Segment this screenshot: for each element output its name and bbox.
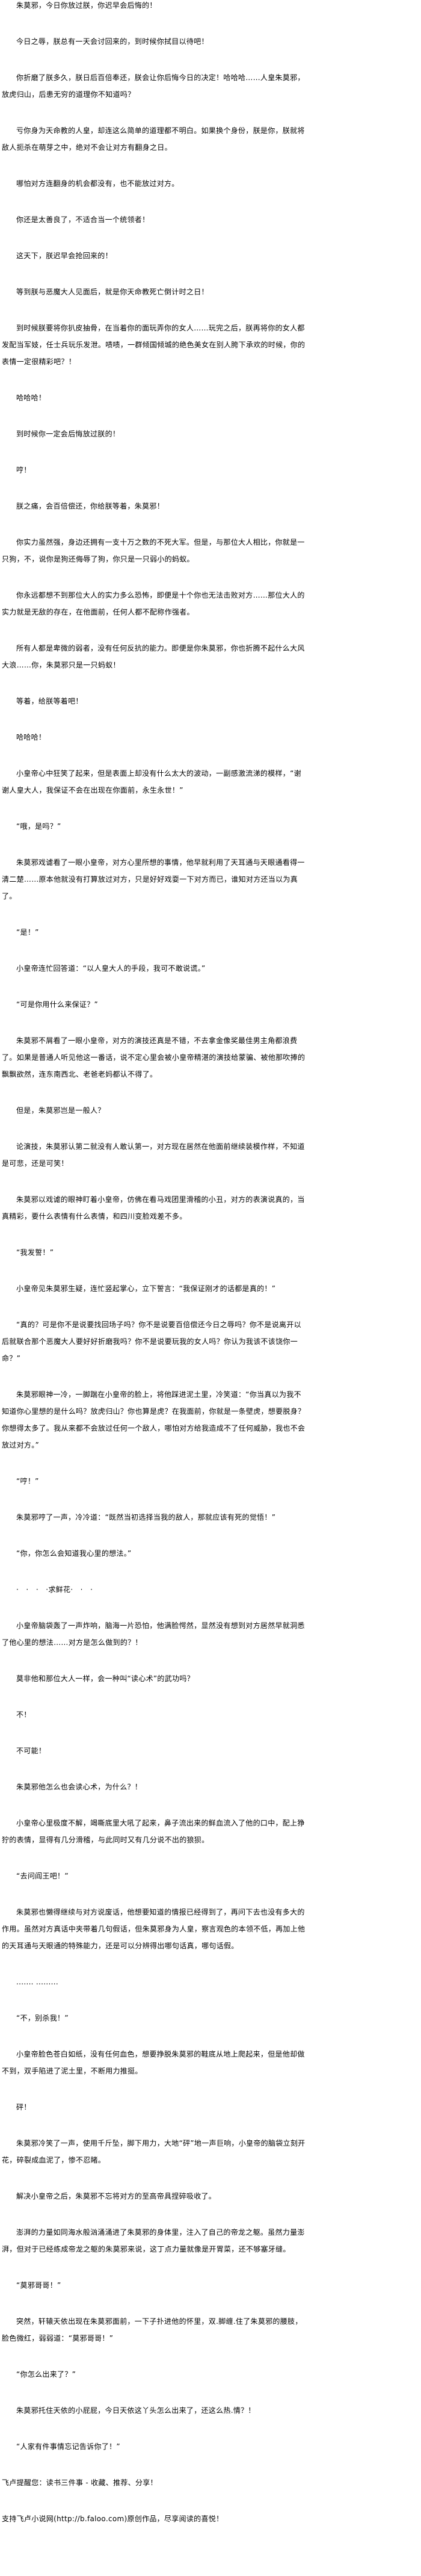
paragraph: 哪怕对方连翻身的机会都没有，也不能放过对方。 (16, 179, 179, 188)
paragraph: 这天下，朕迟早会抢回来的！ (16, 252, 112, 260)
paragraph: “哼！” (16, 1477, 39, 1485)
paragraph: “是！” (16, 928, 39, 937)
paragraph: “我发誓！” (16, 1248, 54, 1257)
paragraph: 突然，轩辕天依出现在朱莫邪面前，一下子扑进他的怀里，双.脚缠.住了朱莫邪的腰肢，… (2, 2317, 303, 2342)
paragraph: 朱莫邪眼神一冷，一脚踹在小皇帝的脸上，将他踩进泥土里，冷笑道：“你当真以为我不知… (2, 1390, 306, 1449)
paragraph: 等到朕与恶魔大人见面后，就是你天命教死亡倒计时之日！ (16, 288, 209, 296)
paragraph: 不！ (16, 1711, 31, 1719)
paragraph: 朱莫邪冷笑了一声，使用千斤坠，脚下用力，大地“砰”地一声巨响，小皇帝的脑袋立刻开… (2, 2139, 306, 2164)
paragraph: 哈哈哈！ (16, 733, 46, 742)
paragraph: 小皇帝连忙回答道：“以人皇大人的手段，我可不敢说谎。” (16, 964, 206, 973)
paragraph: 你还是太善良了，不适合当一个统领者！ (16, 215, 150, 224)
paragraph: 但是，朱莫邪岂是一般人？ (16, 1106, 105, 1115)
paragraph: 朱莫邪哼了一声，冷冷道：“既然当初选择当我的敌人，那就应该有死的觉悟！” (16, 1513, 276, 1522)
paragraph: 朱莫邪不屑看了一眼小皇帝，对方的演技还真是不错，不去拿金像奖最佳男主角都浪费了。… (2, 1036, 306, 1079)
paragraph: 朱莫邪托住天依的小屁屁，今日天依这丫头怎么出来了，还这么热.情？！ (16, 2406, 256, 2415)
paragraph: 你实力虽然强，身边还拥有一支十万之数的不死大军。但是，与那位大人相比，你就是一只… (2, 538, 305, 563)
paragraph: 你折磨了朕多久，朕日后百倍奉还，朕会让你后悔今日的决定！哈哈哈……人皇朱莫邪，放… (2, 73, 305, 99)
paragraph: 朱莫邪他怎么也会读心术，为什么？！ (16, 1783, 143, 1791)
paragraph: “可是你用什么来保证？” (16, 1000, 99, 1009)
paragraph: 小皇帝心中狂笑了起来，但是表面上却没有什么太大的波动，一副感激流涕的模样，“谢谢… (2, 769, 301, 794)
paragraph: 莫非他和那位大人一样，会一种叫“读心术”的武功吗？ (16, 1674, 194, 1683)
paragraph: “你怎么出来了？” (16, 2370, 76, 2379)
paragraph: 哼！ (16, 466, 31, 474)
chapter-text: 朱莫邪，今日你放过朕，你迟早会后悔的！ 今日之辱，朕总有一天会讨回来的，到时候你… (2, 0, 307, 2547)
paragraph: 到时候朕要将你扒皮抽骨，在当着你的面玩弄你的女人……玩完之后，朕再将你的女人都发… (2, 324, 306, 366)
paragraph: 你永远都想不到那位大人的实力多么恐怖，即便是十个你也无法击败对方……那位大人的实… (2, 591, 305, 616)
paragraph: 澎湃的力量如同海水般汹涌涌进了朱莫邪的身体里，注入了自己的帝龙之躯。虽然力量澎湃… (2, 2228, 305, 2253)
paragraph: 到时候你一定会后悔放过朕的！ (16, 430, 120, 438)
paragraph: “真的？可是你不是说要找回场子吗？你不是说要百倍偿还今日之辱吗？你不是说离开以后… (2, 1321, 301, 1363)
paragraph: “人家有件事情忘记告诉你了！” (16, 2442, 120, 2451)
paragraph: 砰！ (16, 2103, 31, 2111)
paragraph: 解决小皇帝之后，朱莫邪不忘将对方的至高帝具捏碎吸收了。 (16, 2192, 217, 2200)
paragraph: 朕之痛，会百倍偿还，你给朕等着，朱莫邪！ (16, 502, 165, 510)
paragraph: 不可能！ (16, 1747, 46, 1755)
paragraph: 小皇帝脸色苍白如纸，没有任何血色，想要挣脱朱莫邪的鞋底从地上爬起来，但是他却做不… (2, 2050, 305, 2075)
paragraph: 小皇帝脑袋轰了一声炸响，脑海一片恐怕，他满脸愕然，显然没有想到对方居然早就洞悉了… (2, 1621, 305, 1647)
paragraph: “你，你怎么会知道我心里的想法。” (16, 1549, 132, 1558)
paragraph: 朱莫邪以戏谑的眼神盯着小皇帝，仿佛在看马戏团里滑稽的小丑，对方的表演说真的，当真… (2, 1195, 305, 1221)
paragraph: 小皇帝心里极度不解，竭嘶底里大吼了起来，鼻子流出来的鲜血流入了他的口中，配上狰狞… (2, 1819, 305, 1844)
paragraph: 哈哈哈！ (16, 394, 46, 402)
paragraph: “莫邪哥哥！” (16, 2281, 61, 2290)
paragraph: 朱莫邪戏谑看了一眼小皇帝，对方心里所想的事情，他早就利用了天耳通与天眼通看得一清… (2, 858, 305, 900)
paragraph: “哦，是吗？” (16, 822, 61, 831)
paragraph: “不，别杀我！” (16, 2014, 69, 2022)
footer-reminder: 飞卢提醒您：读书三件事 - 收藏、推荐、分享！ (2, 2478, 158, 2487)
paragraph: 朱莫邪，今日你放过朕，你迟早会后悔的！ (16, 1, 157, 10)
paragraph: 今日之辱，朕总有一天会讨回来的，到时候你拭目以待吧！ (16, 37, 209, 46)
section-divider: · · · ·求鲜花· · · (16, 1585, 93, 1594)
paragraph: 朱莫邪也懒得继续与对方说废话，他想要知道的情报已经得到了，再问下去也没有多大的作… (2, 1908, 306, 1950)
paragraph: 论演技，朱莫邪认第二就没有人敢认第一，对方现在居然在他面前继续装模作样，不知道是… (2, 1142, 305, 1168)
paragraph: 小皇帝见朱莫邪生疑，连忙竖起掌心，立下誓言：“我保证刚才的话都是真的！” (16, 1284, 276, 1293)
paragraph: 所有人都是卑微的弱者，没有任何反抗的能力。即便是你朱莫邪，你也折腾不起什么大风大… (2, 644, 305, 669)
footer-support: 支持飞卢小说网(http://b.faloo.com)原创作品，尽享阅读的喜悦！ (2, 2515, 224, 2523)
section-divider: ....... ......... (16, 1978, 58, 1986)
paragraph: 亏你身为天命教的人皇，却连这么简单的道理都不明白。如果换个身份，朕是你，朕就将敌… (2, 126, 305, 152)
paragraph: 等着，给朕等着吧！ (16, 697, 83, 705)
paragraph: “去问阎王吧！” (16, 1872, 69, 1880)
